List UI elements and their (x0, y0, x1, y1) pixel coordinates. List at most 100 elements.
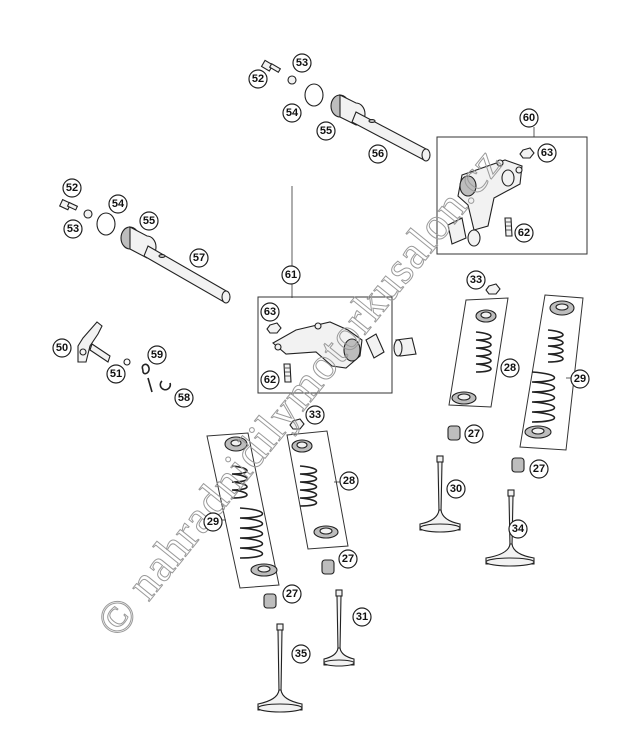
callout-52-upper: 52 (248, 69, 268, 89)
decompressor-lever-50 (77, 321, 111, 363)
nut-63-upper (519, 147, 535, 159)
callout-59: 59 (147, 345, 167, 365)
spring-59 (141, 363, 153, 393)
svg-text:54: 54 (286, 107, 299, 119)
callout-27-left-b: 27 (282, 584, 302, 604)
callout-54-upper: 54 (282, 103, 302, 123)
valve-spring-set-28-left-box (286, 430, 349, 550)
svg-text:55: 55 (143, 215, 155, 227)
inner-spring-28-left (299, 465, 318, 507)
circlip-58 (159, 380, 172, 391)
callout-55-left: 55 (139, 211, 159, 231)
washer-53-upper (287, 75, 297, 85)
nut-63-left (266, 322, 282, 334)
callout-52-left: 52 (62, 178, 82, 198)
o-ring-54-upper (304, 83, 324, 107)
rocker-arm-assembly-60-box (436, 136, 588, 255)
callout-27-right-a: 27 (464, 424, 484, 444)
svg-text:30: 30 (450, 483, 462, 495)
svg-text:58: 58 (178, 392, 190, 404)
adjuster-screw-62-left (283, 363, 292, 383)
svg-text:50: 50 (56, 342, 68, 354)
callout-33-right: 33 (466, 270, 486, 290)
svg-text:62: 62 (518, 227, 530, 239)
callout-31: 31 (352, 607, 372, 627)
rocker-arm-assembly-61-box (257, 296, 393, 394)
spring-seat-28-right (451, 391, 477, 405)
inner-spring-29-right (547, 329, 564, 363)
callout-27-left-a: 27 (338, 549, 358, 569)
callout-33-left: 33 (305, 405, 325, 425)
svg-text:27: 27 (286, 588, 298, 600)
svg-text:33: 33 (470, 274, 482, 286)
keeper-33-right (485, 283, 501, 295)
valve-spring-set-28-right-box (448, 297, 509, 408)
svg-text:31: 31 (356, 611, 368, 623)
rocker-arm-60 (447, 159, 523, 247)
outer-spring-29-right (531, 371, 556, 423)
callout-28-left: 28 (339, 471, 359, 491)
svg-text:62: 62 (264, 374, 276, 386)
spring-retainer-29-right (549, 300, 575, 316)
o-ring-54-left (96, 212, 116, 236)
svg-text:55: 55 (320, 125, 332, 137)
valve-spring-set-29-right-box (519, 294, 584, 451)
svg-text:27: 27 (533, 463, 545, 475)
valve-spring-set-29-left-box (206, 432, 280, 589)
bolt-52-left (58, 198, 79, 211)
callout-34: 34 (508, 519, 528, 539)
svg-text:33: 33 (309, 409, 321, 421)
callout-53-left: 53 (63, 219, 83, 239)
valve-30 (419, 455, 461, 533)
svg-text:29: 29 (574, 373, 586, 385)
callout-29-right: 29 (570, 369, 590, 389)
callout-30: 30 (446, 479, 466, 499)
bolt-52-upper (260, 59, 282, 73)
callout-61: 61 (281, 265, 301, 285)
spring-seat-28-left (313, 525, 339, 539)
svg-text:35: 35 (295, 648, 307, 660)
callout-58: 58 (174, 388, 194, 408)
spring-retainer-28-right (475, 309, 497, 323)
spring-seat-29-left (250, 563, 278, 577)
spring-seat-29-right (524, 425, 552, 439)
rocker-shaft-57 (143, 245, 231, 304)
valve-31 (323, 589, 355, 667)
callout-60: 60 (519, 108, 539, 128)
washer-53-left (83, 209, 93, 219)
svg-text:51: 51 (110, 368, 122, 380)
svg-text:63: 63 (541, 147, 553, 159)
inner-spring-29-left (231, 465, 248, 499)
callout-56: 56 (368, 144, 388, 164)
callout-54-left: 54 (108, 194, 128, 214)
keeper-33-left (289, 418, 305, 430)
svg-text:29: 29 (207, 516, 219, 528)
svg-text:60: 60 (523, 112, 535, 124)
valve-stem-seal-27-left-a (321, 559, 335, 575)
svg-text:53: 53 (67, 223, 79, 235)
svg-text:52: 52 (66, 182, 78, 194)
spring-retainer-28-left (291, 439, 313, 453)
valve-stem-seal-27-right-b (511, 457, 525, 473)
svg-text:53: 53 (296, 57, 308, 69)
callout-63-upper: 63 (537, 143, 557, 163)
callout-50: 50 (52, 338, 72, 358)
svg-text:57: 57 (193, 252, 205, 264)
callout-51: 51 (106, 364, 126, 384)
svg-text:27: 27 (342, 553, 354, 565)
svg-text:59: 59 (151, 349, 163, 361)
callout-29-left: 29 (203, 512, 223, 532)
svg-text:54: 54 (112, 198, 125, 210)
adjuster-screw-62-upper (504, 217, 513, 237)
svg-text:27: 27 (468, 428, 480, 440)
outer-spring-29-left (239, 507, 264, 559)
valve-35 (257, 623, 303, 713)
svg-text:28: 28 (504, 362, 516, 374)
callout-28-right: 28 (500, 358, 520, 378)
inner-spring-28-right (475, 331, 492, 373)
svg-text:52: 52 (252, 73, 264, 85)
valve-stem-seal-27-left-b (263, 593, 277, 609)
svg-text:61: 61 (285, 269, 297, 281)
callout-35: 35 (291, 644, 311, 664)
